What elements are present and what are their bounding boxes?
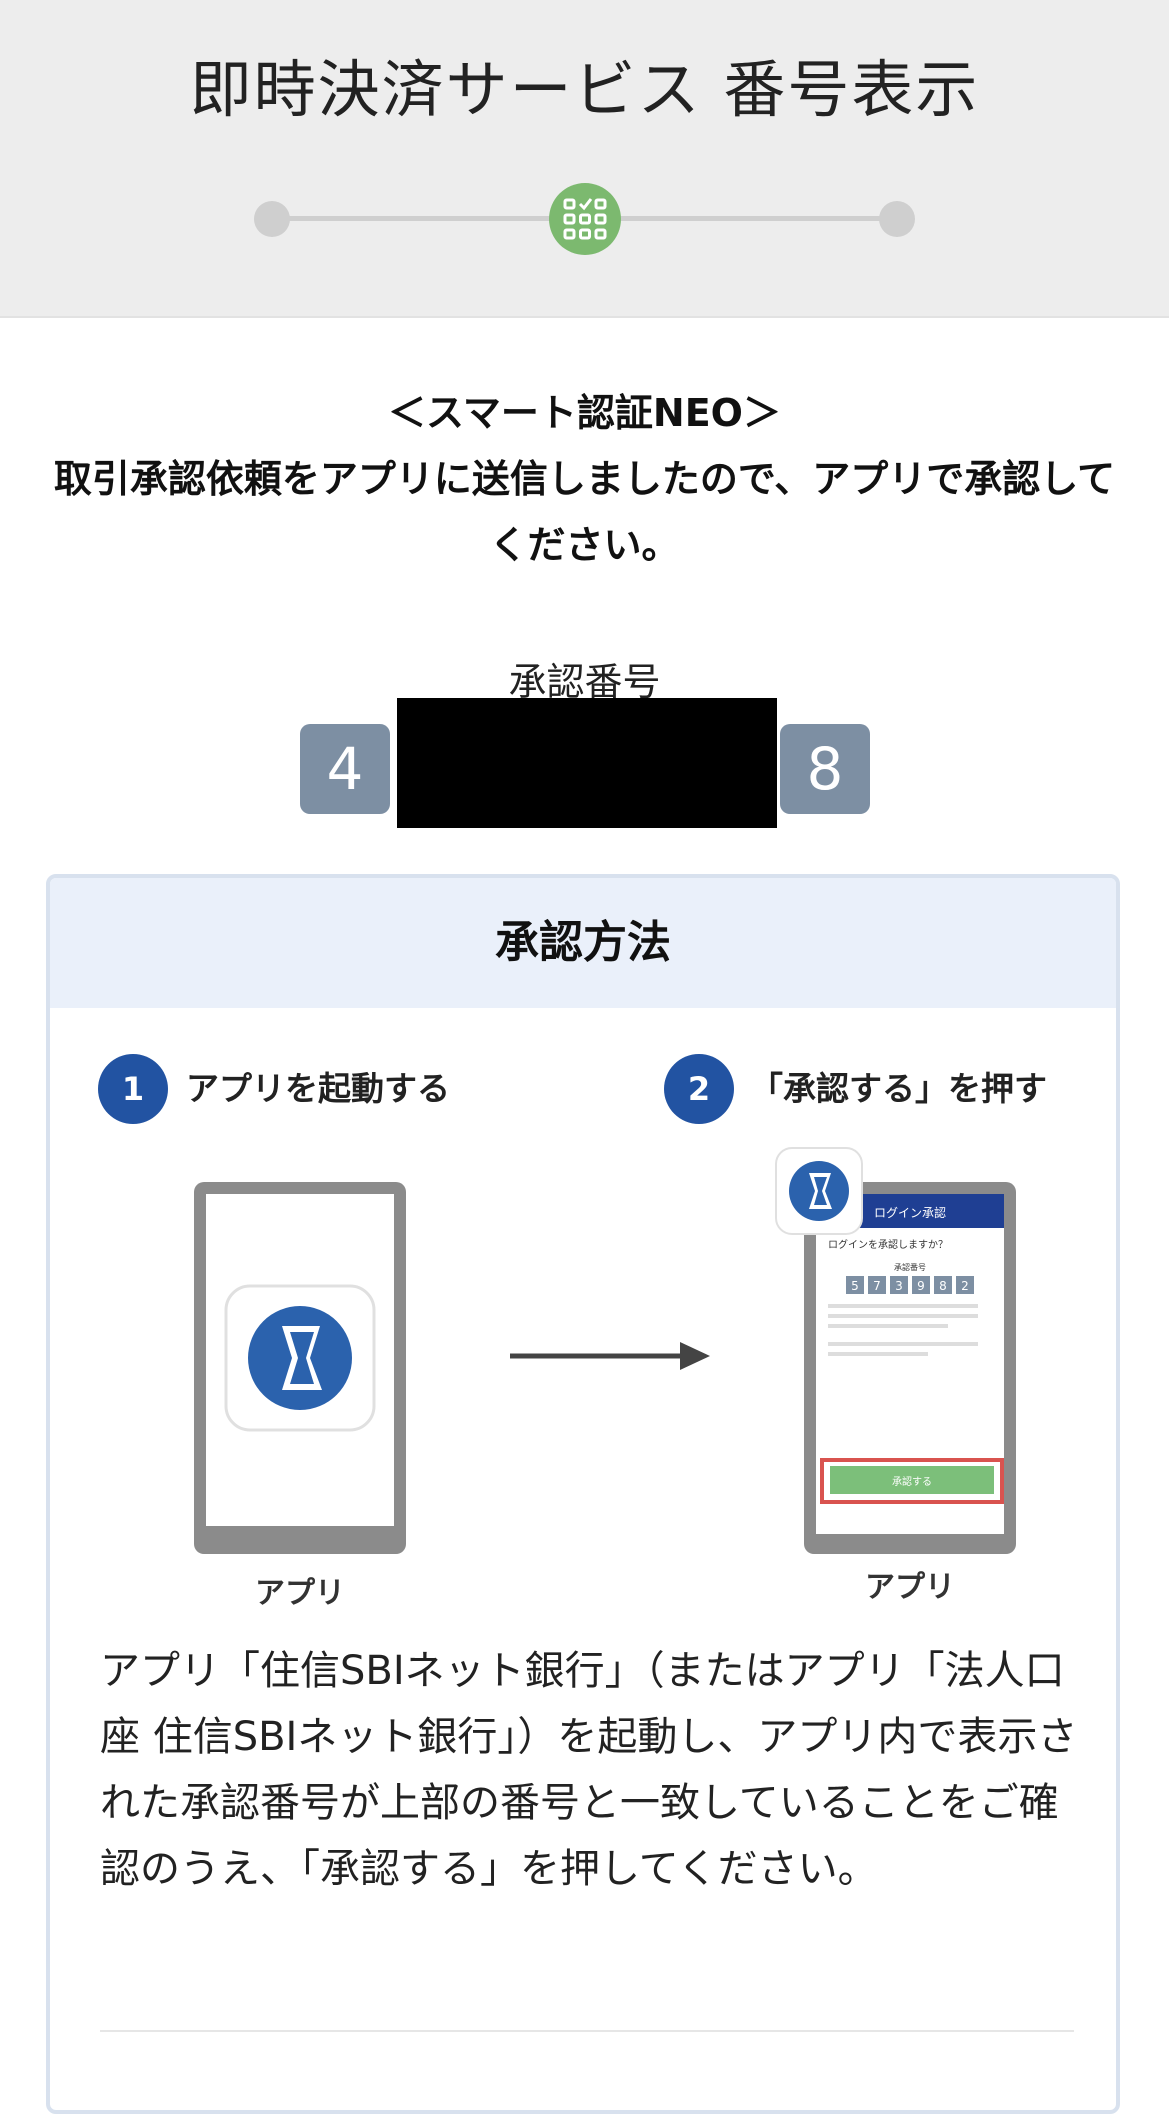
step-1-badge: 1	[98, 1054, 168, 1124]
redacted-digits	[397, 698, 777, 828]
approval-digit-first: 4	[300, 724, 390, 814]
mock-digit: 3	[895, 1279, 903, 1293]
mock-screen-header: ログイン承認	[874, 1205, 946, 1220]
approval-method-card: 承認方法 1 アプリを起動する 2 「承認する」を押す アプリ ログイン承認 ロ…	[46, 874, 1120, 2114]
mock-digit: 9	[917, 1279, 925, 1293]
progress-step-current	[549, 183, 621, 255]
mock-digit: 5	[851, 1279, 859, 1293]
page-header: 即時決済サービス 番号表示	[0, 0, 1169, 318]
intro-body: 取引承認依頼をアプリに送信しましたので、アプリで承認してください。	[53, 457, 1116, 567]
mock-digit: 7	[873, 1279, 881, 1293]
mock-digit: 2	[961, 1279, 969, 1293]
phone-2-label: アプリ	[865, 1570, 955, 1605]
section-divider	[100, 2030, 1074, 2032]
keypad-check-icon	[563, 198, 607, 240]
approve-highlight	[820, 1458, 1004, 1504]
step-2-text: 「承認する」を押す	[750, 1069, 1047, 1108]
mock-digit: 8	[939, 1279, 947, 1293]
mock-digit-box	[868, 1276, 886, 1294]
phone-1-label: アプリ	[255, 1576, 345, 1611]
approval-method-title: 承認方法	[50, 878, 1116, 1008]
intro-message: ＜スマート認証NEO＞ 取引承認依頼をアプリに送信しましたので、アプリで承認して…	[40, 380, 1129, 578]
mock-digit-box	[956, 1276, 974, 1294]
approval-digit-last: 8	[780, 724, 870, 814]
progress-step-3	[879, 201, 915, 237]
mock-approve-button: 承認する	[892, 1475, 932, 1488]
bank-app-icon-small	[775, 1147, 863, 1235]
arrow-right-icon	[510, 1342, 710, 1370]
step-1-text: アプリを起動する	[186, 1069, 450, 1108]
page-title: 即時決済サービス 番号表示	[189, 53, 980, 126]
mock-digit-box	[890, 1276, 908, 1294]
mock-screen-question: ログインを承認しますか？	[828, 1238, 948, 1251]
approval-number-label: 承認番号	[508, 660, 661, 704]
phone-app-illustration	[194, 1182, 406, 1554]
mock-screen-number-label: 承認番号	[894, 1262, 926, 1272]
mock-digit-box	[846, 1276, 864, 1294]
step-2-badge: 2	[664, 1054, 734, 1124]
progress-step-1	[254, 201, 290, 237]
mock-digit-box	[934, 1276, 952, 1294]
mock-digit-box	[912, 1276, 930, 1294]
approval-description: アプリ「住信SBIネット銀行」（またはアプリ「法人口座 住信SBIネット銀行」）…	[100, 1648, 1078, 1892]
intro-title: ＜スマート認証NEO＞	[388, 391, 781, 435]
bank-app-icon	[248, 1306, 352, 1410]
